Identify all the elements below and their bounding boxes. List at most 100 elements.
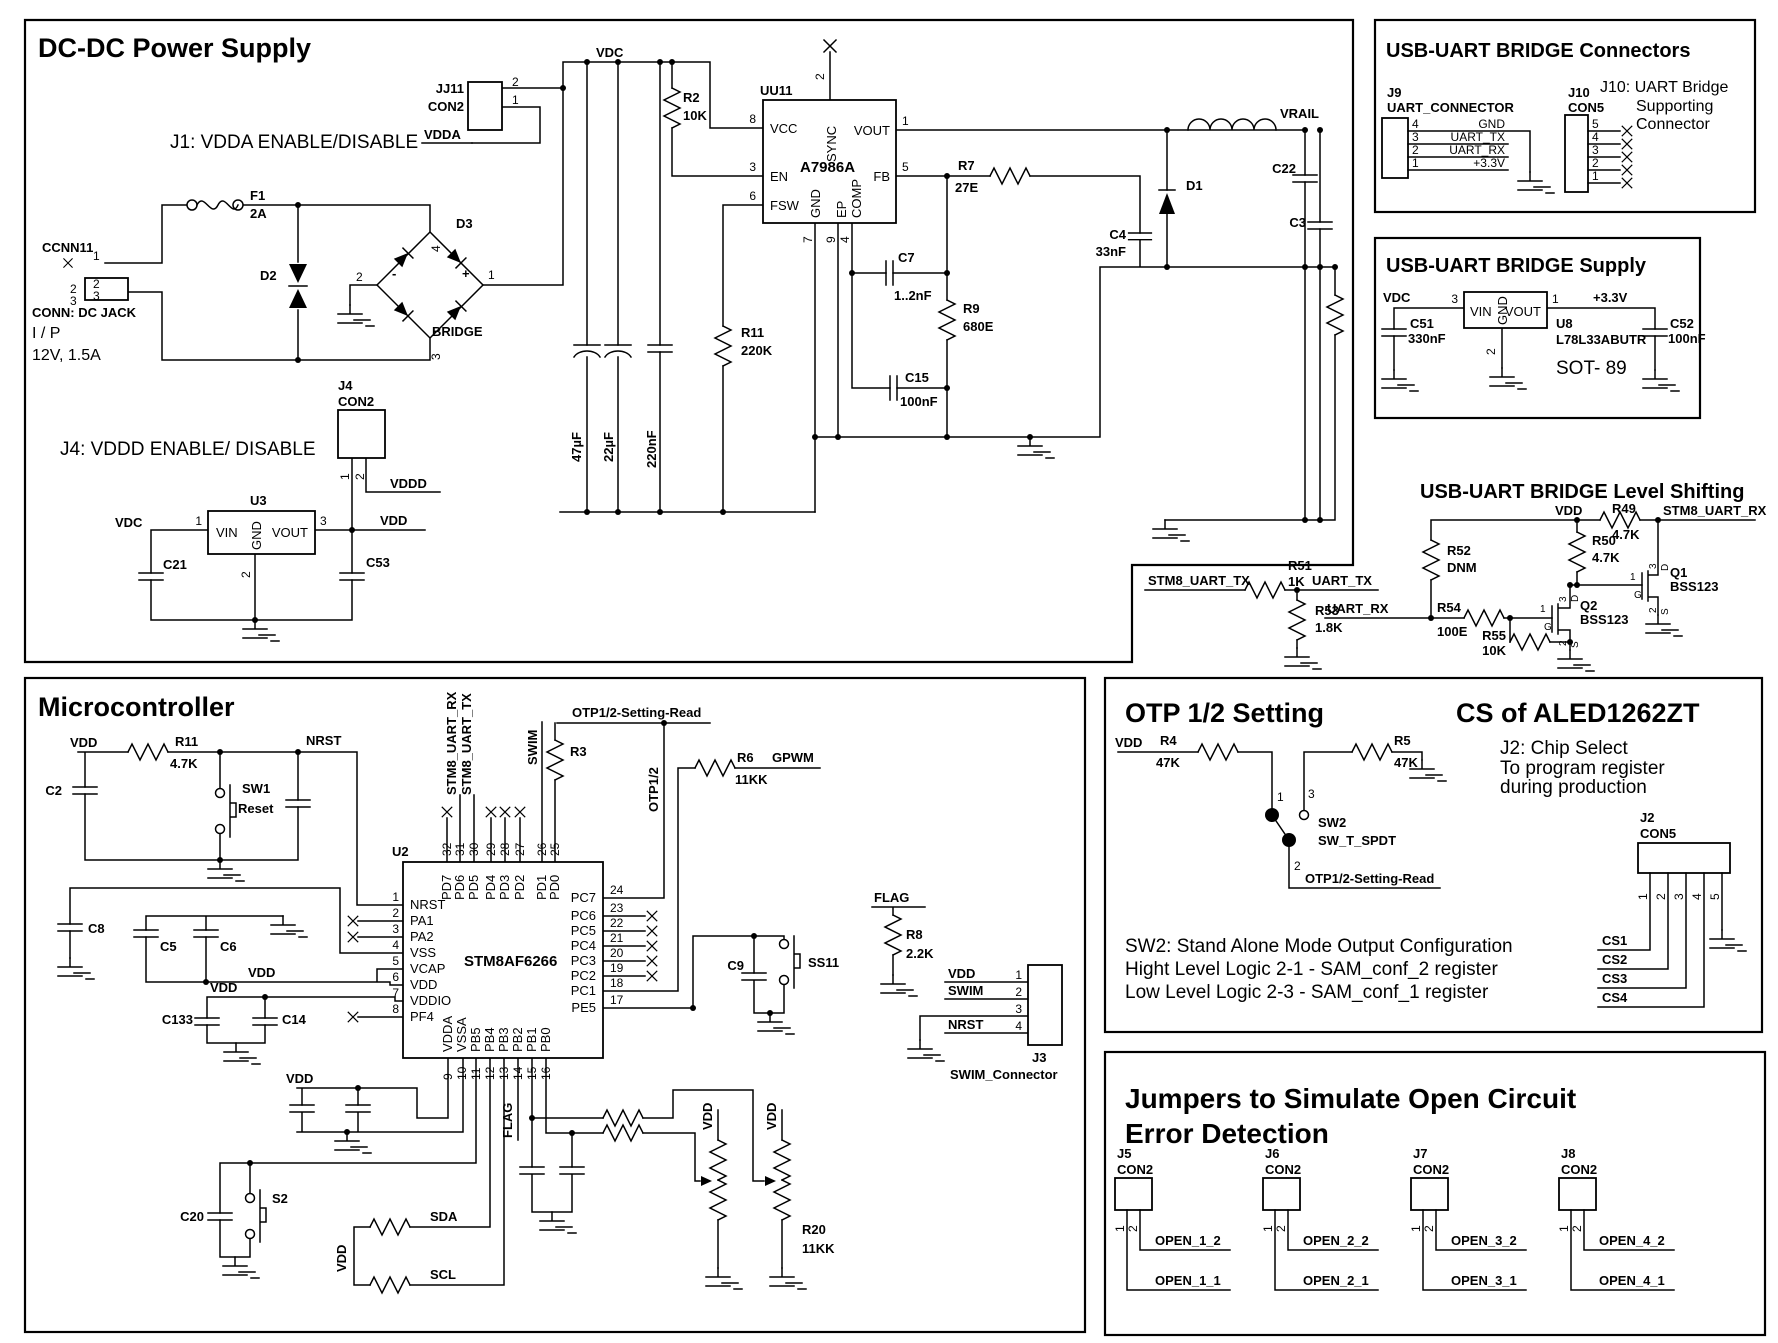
cap-c51	[1381, 328, 1407, 337]
conn-pin2: 2	[93, 277, 100, 291]
j6-ref: J6	[1265, 1146, 1279, 1161]
net-stm8-uart-rx: STM8_UART_RX	[1663, 503, 1767, 518]
cs-note2: To program register	[1500, 758, 1665, 779]
u3-gnd: GND	[249, 521, 264, 550]
u2-ln6: VDD	[410, 977, 437, 992]
q1-pin2: 2	[1648, 607, 1659, 613]
u8-pin2: 2	[1484, 348, 1498, 355]
section-borders	[23, 18, 1767, 1337]
u2-ln4: VSS	[410, 945, 436, 960]
j7-pin1: 1	[1409, 1225, 1423, 1232]
q2-pin2: 2	[1558, 640, 1569, 646]
r55-ref: R55	[1482, 628, 1506, 643]
net-open-1-2: OPEN_1_2	[1155, 1233, 1221, 1248]
net-vdda: VDDA	[424, 127, 461, 142]
q2-part: BSS123	[1580, 612, 1628, 627]
q2-ref: Q2	[1580, 598, 1597, 613]
resistor-r5	[1351, 743, 1393, 761]
d3-pin4: 4	[429, 245, 443, 252]
jj11-pin1: 1	[512, 93, 519, 107]
j9-pin1: 1	[1412, 156, 1419, 170]
j4-type: CON2	[338, 394, 374, 409]
j2-pin4: 4	[1690, 893, 1704, 900]
j3-net-vdd: VDD	[948, 966, 975, 981]
cap-c21	[138, 572, 164, 581]
j10-pin4: 4	[1592, 130, 1599, 144]
cap-reset	[285, 799, 311, 808]
pot1-upper[interactable]	[709, 1139, 727, 1181]
cap-c2	[72, 786, 98, 795]
u3-pin3: 3	[320, 514, 327, 528]
supply-title: USB-UART BRIDGE Supply	[1386, 255, 1647, 277]
pot2-upper[interactable]	[773, 1139, 791, 1181]
j4-note: J4: VDDD ENABLE/ DISABLE	[60, 439, 316, 460]
j10-note2: Supporting	[1636, 98, 1713, 115]
resistor-r54	[1463, 609, 1505, 627]
r11-value: 220K	[741, 343, 773, 358]
resistor-r11-220k	[714, 325, 732, 367]
u11-pin1: 1	[902, 114, 909, 128]
c52-value: 100nF	[1668, 331, 1706, 346]
jj11-type: CON2	[428, 99, 464, 114]
dc-jack-connector: CCNN11 1 2 3 2 3 CONN: DC JACK I / P 12V…	[32, 240, 137, 364]
u2-rn21: PC4	[571, 938, 596, 953]
r6-value: 11KK	[735, 772, 768, 787]
u2-bp12: 12	[483, 1066, 497, 1080]
u2-rn24: PC7	[571, 890, 596, 905]
pot1-lower[interactable]	[709, 1179, 727, 1221]
c52-ref: C52	[1670, 316, 1694, 331]
cap-c7	[885, 260, 894, 286]
r11-ref: R11	[741, 325, 764, 340]
bridge-d3: D3 BRIDGE 1 2 3 4 + -	[337, 216, 495, 360]
mcu-wires	[69, 721, 1029, 1286]
u2-rp20: 20	[610, 946, 624, 960]
conn-pin3: 3	[93, 289, 100, 303]
sw2-spdt[interactable]	[1265, 808, 1310, 847]
resistor-r52	[1422, 539, 1440, 581]
cap-47uf-label: 47µF	[569, 432, 584, 462]
net-gnd: GND	[1478, 117, 1505, 131]
resistor-r7	[989, 167, 1031, 185]
resistor-pb0	[602, 1124, 644, 1142]
net-otp-read: OTP1/2-Setting-Read	[1305, 871, 1434, 886]
s2-button[interactable]	[244, 1189, 267, 1243]
uart-supply-section: USB-UART BRIDGE Supply VIN GND VOUT 3 1 …	[1381, 255, 1706, 392]
u11-fb: FB	[873, 169, 890, 184]
u8-vin: VIN	[1470, 304, 1492, 319]
u2-rn18: PC1	[571, 983, 596, 998]
ss11-button[interactable]	[778, 935, 801, 989]
r53-ref: R53	[1315, 603, 1339, 618]
c20-ref: C20	[180, 1209, 204, 1224]
c14-ref: C14	[282, 1012, 307, 1027]
r49-ref: R49	[1612, 501, 1636, 516]
c51-ref: C51	[1410, 316, 1434, 331]
r8-ref: R8	[906, 927, 923, 942]
cap-22uf-label: 22µF	[601, 432, 616, 462]
net-stm8-uart-tx: STM8_UART_TX	[1148, 573, 1250, 588]
pot2-lower[interactable]	[773, 1179, 791, 1221]
fuse-f1: F1 2A	[186, 188, 267, 221]
resistor-r8	[884, 914, 902, 956]
jumper-j5: J5 CON2 1 2 OPEN_1_2 OPEN_1_1	[1113, 1146, 1231, 1291]
u3-vout: VOUT	[272, 525, 308, 540]
u8-pin3: 3	[1451, 292, 1458, 306]
reset-button[interactable]	[214, 784, 237, 838]
j5-pin1: 1	[1113, 1225, 1127, 1232]
sw2-part: SW_T_SPDT	[1318, 833, 1396, 848]
resistor-r51	[1244, 581, 1286, 599]
net-cs2: CS2	[1602, 952, 1627, 967]
resistor-sda	[369, 1218, 411, 1236]
u2-rn20: PC3	[571, 953, 596, 968]
net-gpwm: GPWM	[772, 750, 814, 765]
cap-c4	[1127, 232, 1153, 241]
r4-ref: R4	[1160, 733, 1177, 748]
net-open-4-2: OPEN_4_2	[1599, 1233, 1665, 1248]
j10-type: CON5	[1568, 100, 1604, 115]
net-vdd-pot1: VDD	[700, 1103, 715, 1130]
j4-connector: J4 CON2 1 2 VDDD	[337, 378, 427, 491]
diode-d2: D2	[260, 264, 308, 308]
u8-gnd: GND	[1495, 296, 1510, 325]
u2-tp30: 30	[467, 842, 481, 856]
u2-rp22: 22	[610, 916, 624, 930]
